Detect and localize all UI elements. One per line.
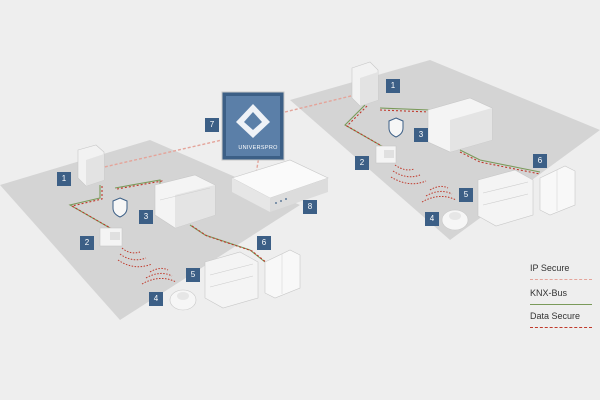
legend-data-secure-line <box>530 327 592 328</box>
router-device-left <box>77 144 105 187</box>
badge-8: 8 <box>303 200 317 214</box>
badge-3-left: 3 <box>139 210 153 224</box>
server-device <box>231 159 329 212</box>
badge-3-right: 3 <box>414 128 428 142</box>
badge-4-right: 4 <box>425 212 439 226</box>
badge-5-left: 5 <box>186 268 200 282</box>
badge-6-right: 6 <box>533 154 547 168</box>
legend-ip-secure-line <box>530 279 592 280</box>
actuator-device-left <box>204 251 259 309</box>
legend-knx-bus-label: KNX-Bus <box>530 288 568 298</box>
shield-icon <box>112 197 128 218</box>
badge-5-right: 5 <box>459 188 473 202</box>
knx-bus-links <box>68 104 541 264</box>
badge-1-left: 1 <box>57 172 71 186</box>
sensor-device-left <box>99 227 123 247</box>
router-device-right <box>351 61 379 107</box>
actuator-device-right <box>477 169 534 227</box>
shield-icon <box>388 117 404 138</box>
ip-interface-left <box>154 174 216 229</box>
badge-2-right: 2 <box>355 156 369 170</box>
wireless-signals <box>117 164 457 285</box>
ip-interface-right <box>427 97 493 153</box>
smoke-detector-right <box>441 209 469 231</box>
left-floor-plate <box>0 140 300 320</box>
legend-ip-secure-label: IP Secure <box>530 263 570 273</box>
switch-panel-right <box>539 165 576 216</box>
legend-data-secure-label: Data Secure <box>530 311 581 321</box>
badge-7: 7 <box>205 118 219 132</box>
badge-2-left: 2 <box>80 236 94 250</box>
smoke-detector-left <box>169 289 197 311</box>
badge-4-left: 4 <box>149 292 163 306</box>
legend-knx-bus-line <box>530 304 592 305</box>
visualization-screen <box>221 91 285 161</box>
badge-1-right: 1 <box>386 79 400 93</box>
screen-logo-text: UNIVERSPRO <box>238 145 278 151</box>
switch-panel-left <box>264 249 301 299</box>
sensor-device-right <box>375 145 397 164</box>
badge-6-left: 6 <box>257 236 271 250</box>
